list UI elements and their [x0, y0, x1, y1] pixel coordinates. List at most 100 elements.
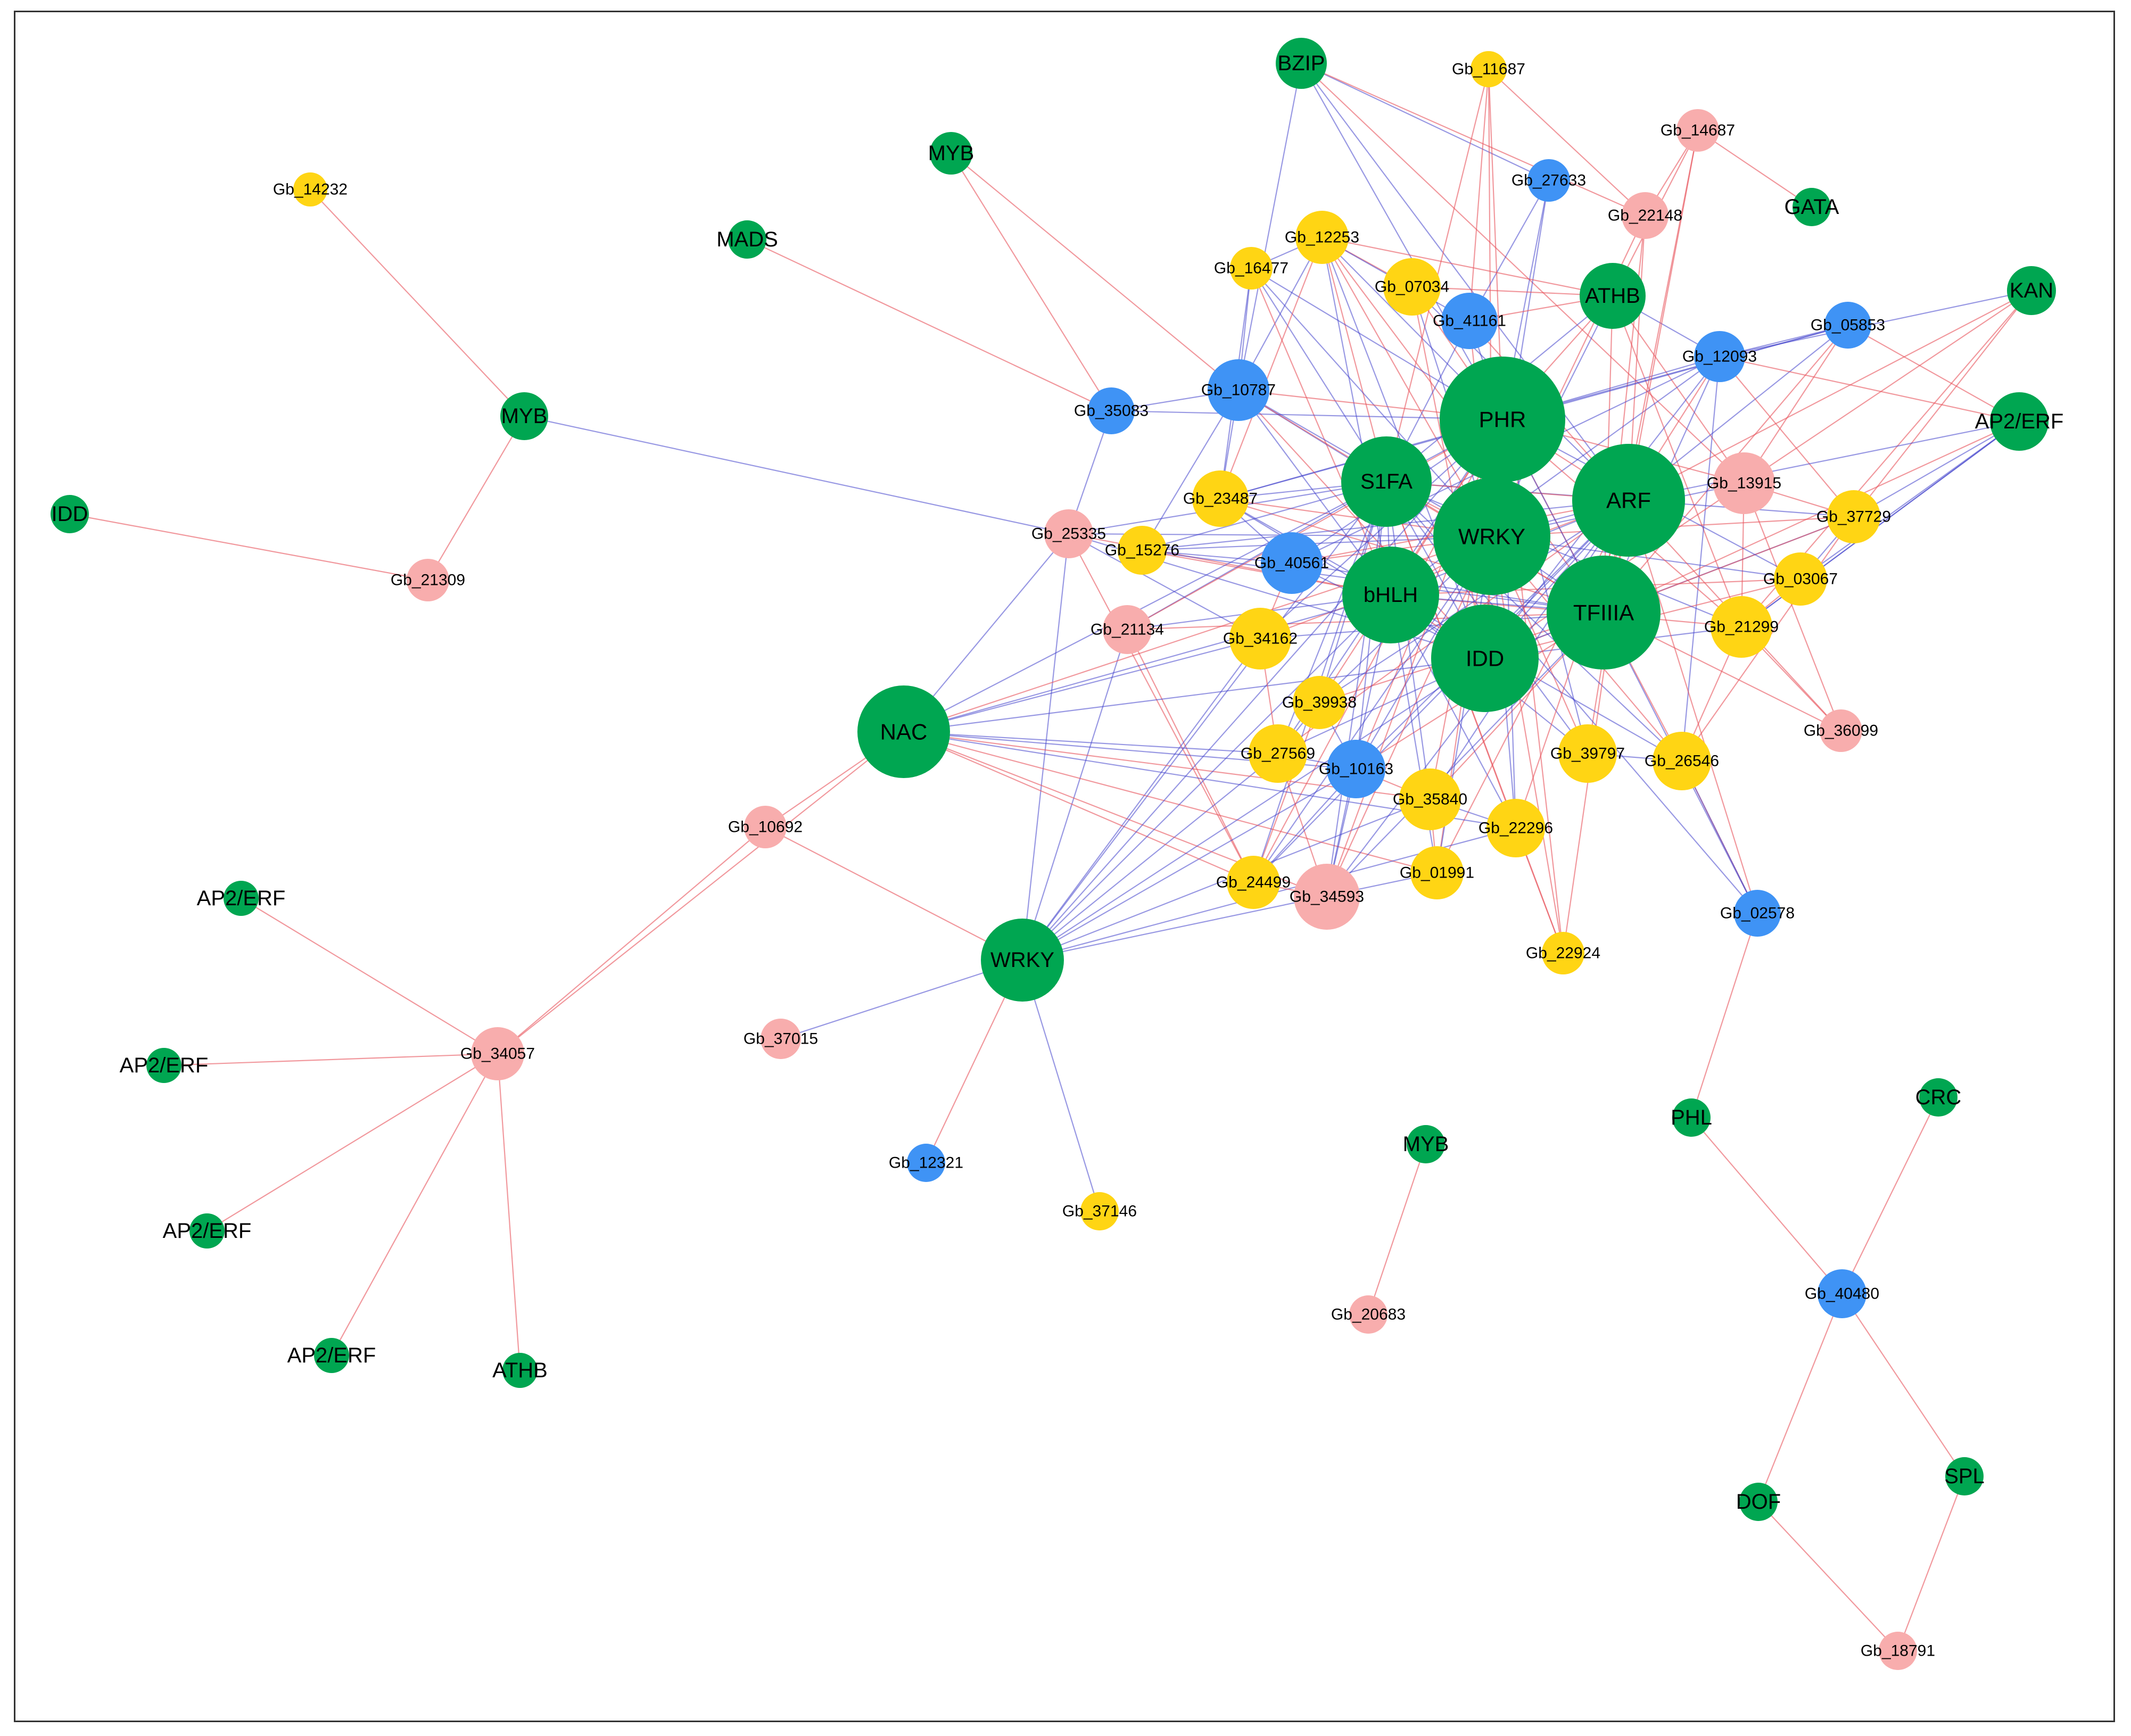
node-g21134: Gb_21134: [1091, 605, 1164, 654]
node-label-g12253: Gb_12253: [1285, 229, 1359, 246]
node-label-g20683: Gb_20683: [1331, 1306, 1406, 1324]
edge-n_nac-n_bhlh: [903, 594, 1391, 733]
node-label-g22924: Gb_22924: [1526, 945, 1600, 962]
edge-g27569-n_wrky_low: [1022, 753, 1278, 961]
node-g40561: Gb_40561: [1254, 532, 1329, 594]
node-g02578: Gb_02578: [1720, 890, 1795, 937]
node-n_idd_hub: IDD: [1431, 605, 1539, 712]
node-label-g10163: Gb_10163: [1319, 760, 1393, 778]
node-g39797: Gb_39797: [1550, 724, 1625, 783]
edge-g34057-n_ap2_c: [207, 1053, 498, 1231]
edge-g27569-n_nac: [903, 731, 1278, 755]
node-circle-g10163: [1327, 740, 1385, 798]
node-g11687: Gb_11687: [1452, 51, 1525, 87]
node-circle-g12253: [1295, 211, 1349, 264]
node-g37015: Gb_37015: [744, 1019, 818, 1059]
edge-g34162-g25335: [1068, 533, 1261, 639]
edge-g34593-n_tfiiia: [1326, 612, 1604, 897]
node-label-g34162: Gb_34162: [1223, 630, 1298, 648]
edge-n_myb_low-g20683: [1367, 1144, 1427, 1315]
edge-g12093-n_ap2_right: [1719, 356, 2020, 423]
node-label-g39797: Gb_39797: [1550, 745, 1625, 763]
node-label-g34593: Gb_34593: [1290, 888, 1364, 906]
edge-n_myb_top-g35083: [951, 153, 1112, 411]
node-n_nac: NAC: [857, 685, 950, 778]
edge-n_nac-n_idd_hub: [903, 657, 1485, 733]
edge-g25335-g24499: [1068, 533, 1254, 883]
node-circle-g34057: [471, 1027, 524, 1080]
node-circle-n_kan: [2007, 266, 2056, 315]
node-circle-n_phr: [1440, 357, 1565, 482]
node-circle-g36099: [1820, 709, 1862, 752]
edge-g22924-n_wrky_hub: [1491, 536, 1564, 954]
node-n_gata: GATA: [1785, 188, 1839, 226]
edge-n_kan-g13915: [1744, 290, 2032, 484]
edge-g02578-n_arf: [1628, 500, 1758, 914]
node-circle-g37729: [1827, 490, 1880, 543]
node-label-g37146: Gb_37146: [1062, 1203, 1137, 1220]
edge-n_kan-n_arf: [1628, 290, 2032, 501]
edge-g10787-n_myb_top: [951, 153, 1239, 391]
node-g34057: Gb_34057: [460, 1027, 535, 1080]
node-circle-g12321: [907, 1144, 945, 1182]
node-circle-n_tfiiia: [1547, 556, 1661, 669]
node-label-g14687: Gb_14687: [1661, 122, 1735, 139]
node-g22296: Gb_22296: [1479, 799, 1553, 857]
node-g41161: Gb_41161: [1433, 293, 1506, 349]
node-n_s1fa: S1FA: [1341, 436, 1432, 527]
node-label-g34057: Gb_34057: [460, 1045, 535, 1063]
nodes-layer: PHRWRKYTFIIIAARFIDDbHLHNACS1FAWRKYATHBGb…: [51, 38, 2063, 1670]
node-n_dof: DOF: [1736, 1483, 1781, 1521]
edge-g11687-g22148: [1488, 69, 1646, 216]
node-g27569: Gb_27569: [1241, 724, 1315, 783]
edge-n_myb_left-g25335: [524, 415, 1069, 535]
node-circle-g37015: [761, 1019, 801, 1059]
edge-n_nac-g34057: [497, 731, 904, 1054]
node-g12321: Gb_12321: [889, 1144, 963, 1182]
node-g22148: Gb_22148: [1608, 192, 1682, 239]
edge-n_ap2_right-n_arf: [1628, 420, 2020, 501]
edge-g34057-n_ap2_b: [163, 1053, 498, 1067]
node-label-n_phl: PHL: [1671, 1106, 1712, 1129]
node-circle-g10692: [744, 806, 787, 848]
node-circle-g37146: [1080, 1192, 1119, 1230]
node-label-g25335: Gb_25335: [1031, 525, 1106, 543]
node-g13915: Gb_13915: [1707, 452, 1781, 514]
node-label-n_ap2_c: AP2/ERF: [163, 1219, 252, 1243]
node-label-n_mads: MADS: [716, 228, 778, 251]
node-label-g12093: Gb_12093: [1682, 348, 1757, 366]
node-label-g15276: Gb_15276: [1105, 542, 1179, 559]
node-label-n_bhlh: bHLH: [1364, 583, 1418, 607]
node-label-n_bzip: BZIP: [1278, 52, 1325, 75]
edge-g24499-n_arf: [1253, 500, 1629, 883]
node-label-n_idd_hub: IDD: [1466, 646, 1504, 671]
edge-g14687-n_gata: [1697, 130, 1812, 208]
node-circle-g39938: [1293, 676, 1346, 729]
node-label-n_wrky_hub: WRKY: [1458, 524, 1525, 549]
node-g35840: Gb_35840: [1393, 768, 1467, 830]
node-label-n_idd_left: IDD: [52, 502, 88, 526]
node-circle-g34162: [1229, 608, 1291, 669]
node-circle-g40561: [1261, 532, 1323, 594]
node-label-n_myb_left: MYB: [501, 404, 548, 428]
edge-n_wrky_low-n_bhlh: [1022, 594, 1391, 961]
node-label-g26546: Gb_26546: [1645, 753, 1719, 770]
node-g23487: Gb_23487: [1183, 470, 1258, 527]
node-label-n_kan: KAN: [2010, 279, 2053, 302]
node-g22924: Gb_22924: [1526, 932, 1600, 974]
node-label-g35083: Gb_35083: [1074, 402, 1149, 420]
node-label-n_myb_top: MYB: [928, 142, 974, 165]
node-g35083: Gb_35083: [1074, 387, 1149, 434]
edge-g24499-n_wrky_hub: [1253, 536, 1492, 883]
edge-g05853-g13915: [1744, 325, 1848, 484]
node-circle-n_wrky_low: [981, 919, 1064, 1002]
edge-g21134-n_wrky_low: [1021, 629, 1128, 961]
node-label-n_dof: DOF: [1736, 1490, 1781, 1514]
edge-g24499-n_nac: [903, 731, 1254, 883]
node-circle-g25335: [1044, 509, 1093, 558]
node-n_myb_left: MYB: [500, 392, 548, 440]
node-circle-g22296: [1486, 799, 1545, 857]
node-label-g21309: Gb_21309: [391, 572, 465, 589]
edge-n_crc-g40480: [1841, 1097, 1939, 1294]
node-label-n_myb_low: MYB: [1403, 1132, 1449, 1156]
